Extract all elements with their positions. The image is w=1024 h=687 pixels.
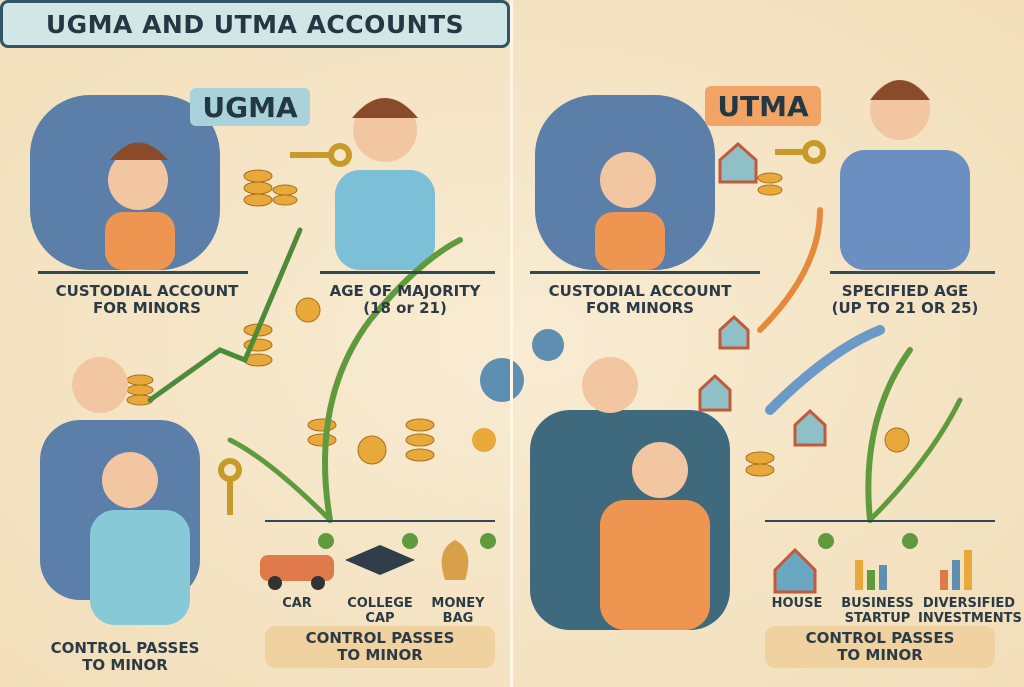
label-line: DIVERSIFIED (922, 596, 1016, 611)
label-line: CAP (365, 610, 395, 626)
ugma-custodial-label: CUSTODIAL ACCOUNT FOR MINORS (47, 282, 247, 318)
label-line: AGE OF MAJORITY (329, 282, 481, 300)
page-title: UGMA AND UTMA ACCOUNTS (0, 0, 510, 48)
divider-line (530, 271, 760, 274)
asset-college-cap-label: COLLEGE CAP (340, 596, 420, 627)
label-line: CONTROL PASSES (50, 639, 200, 657)
asset-house-label: HOUSE (771, 596, 823, 611)
label-line: INVESTMENTS (918, 610, 1022, 626)
label-line: STARTUP (844, 610, 911, 626)
utma-badge: UTMA (705, 86, 821, 126)
divider-line (765, 520, 995, 522)
label-line: TO MINOR (337, 646, 423, 664)
asset-diversified-investments-label: DIVERSIFIED INVESTMENTS (918, 596, 1022, 627)
ugma-badge: UGMA (190, 88, 310, 126)
divider-line (320, 271, 495, 274)
gear-icon (472, 329, 564, 452)
label-line: CUSTODIAL ACCOUNT (548, 282, 732, 300)
ugma-age-label: AGE OF MAJORITY (18 or 21) (320, 282, 490, 318)
label-line: COLLEGE (347, 596, 413, 611)
coins (126, 169, 910, 477)
asset-icons (260, 540, 972, 594)
label-line: TO MINOR (837, 646, 923, 664)
label-line: CONTROL PASSES (305, 628, 455, 647)
label-line: TO MINOR (82, 656, 168, 675)
parent-child-utma-illustration (40, 80, 970, 630)
label-line: SPECIFIED AGE (841, 282, 969, 300)
parent-child-ugma-illustration (30, 95, 435, 270)
label-line: CUSTODIAL ACCOUNT (55, 282, 239, 300)
label-line: CONTROL PASSES (805, 628, 955, 647)
utma-age-label: SPECIFIED AGE (UP TO 21 OR 25) (820, 282, 990, 318)
label-line: MONEY (431, 596, 485, 611)
label-line: (UP TO 21 OR 25) (831, 299, 979, 318)
divider-line (38, 271, 248, 274)
label-line: BAG (442, 610, 474, 626)
house-icon (698, 141, 827, 447)
growth-plants (147, 207, 963, 523)
label-line: FOR MINORS (93, 299, 201, 318)
divider-line (265, 520, 495, 522)
utma-custodial-label: CUSTODIAL ACCOUNT FOR MINORS (540, 282, 740, 318)
key-icon (218, 140, 826, 515)
divider-line (830, 271, 995, 274)
label-line: BUSINESS (841, 596, 914, 611)
check-icon (318, 533, 918, 549)
ugma-control-label: CONTROL PASSES TO MINOR (35, 639, 215, 675)
asset-car-label: CAR (282, 596, 312, 611)
label-line: (18 or 21) (363, 299, 447, 318)
center-divider (510, 0, 513, 687)
label-line: FOR MINORS (586, 299, 694, 318)
asset-business-startup-label: BUSINESS STARTUP (835, 596, 920, 627)
asset-money-bag-label: MONEY BAG (420, 596, 496, 627)
